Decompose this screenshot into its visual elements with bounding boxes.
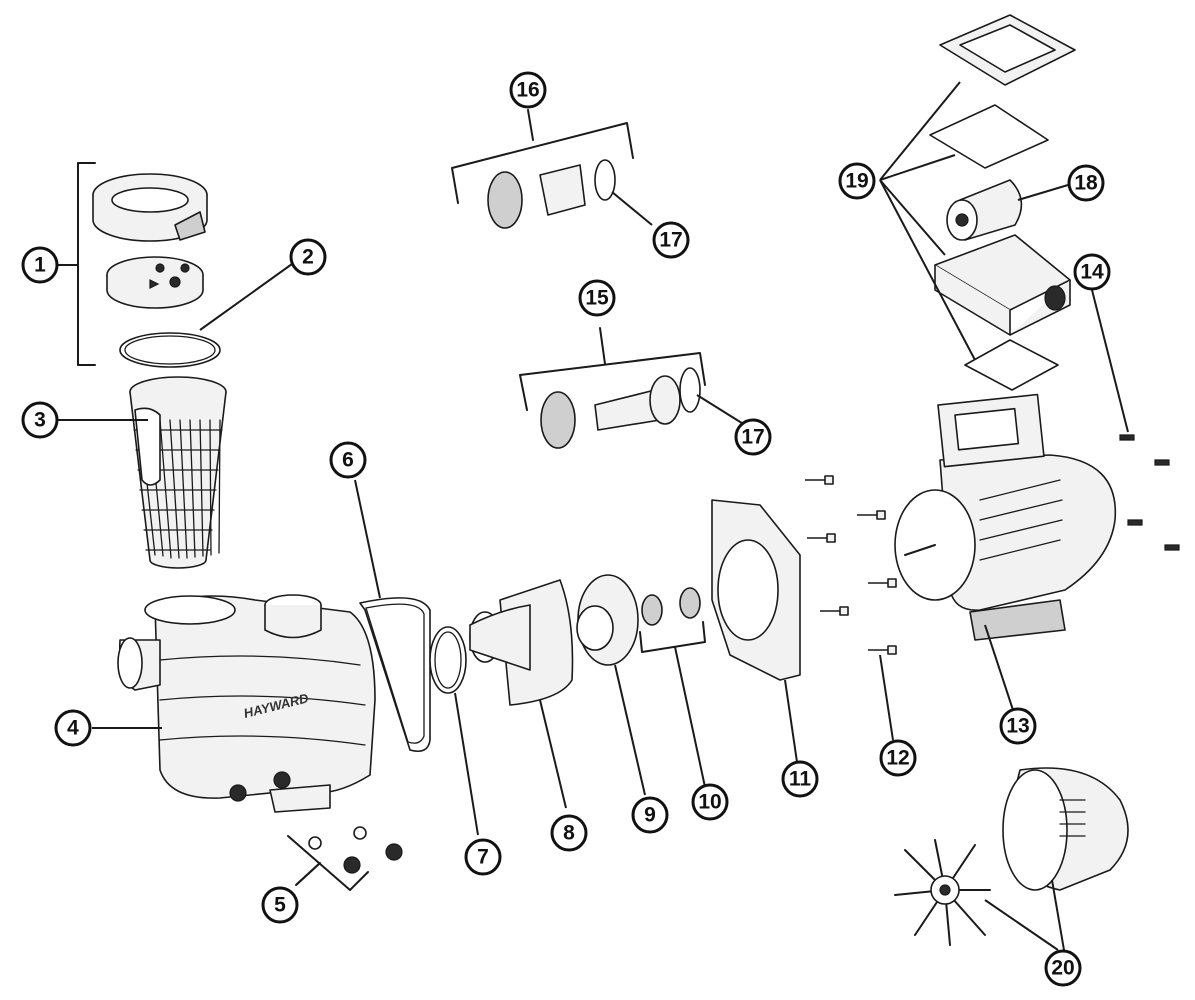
fan-cover xyxy=(1002,767,1129,891)
callout-7: 7 xyxy=(464,838,502,876)
svg-text:12: 12 xyxy=(886,747,909,770)
svg-text:4: 4 xyxy=(67,717,79,740)
callout-2: 2 xyxy=(289,238,327,276)
svg-text:3: 3 xyxy=(34,409,46,432)
callout-12: 12 xyxy=(879,739,917,777)
svg-text:18: 18 xyxy=(1074,172,1098,195)
svg-text:6: 6 xyxy=(342,449,354,472)
svg-text:7: 7 xyxy=(477,846,489,869)
part-capacitor xyxy=(946,179,1069,241)
callout-4: 4 xyxy=(54,709,92,747)
callout-1: 1 xyxy=(21,246,59,284)
svg-text:16: 16 xyxy=(516,79,539,102)
svg-text:9: 9 xyxy=(644,804,656,827)
part-impeller xyxy=(576,574,646,796)
svg-text:11: 11 xyxy=(789,768,812,791)
part-diffuser xyxy=(469,579,574,809)
part-drain-plugs xyxy=(287,826,403,891)
fan xyxy=(894,839,991,946)
svg-text:10: 10 xyxy=(698,791,721,814)
part-housing-gasket xyxy=(354,479,431,753)
callout-3: 3 xyxy=(21,401,59,439)
part-screws xyxy=(1091,289,1180,551)
svg-text:1: 1 xyxy=(34,254,46,277)
svg-text:14: 14 xyxy=(1080,261,1104,284)
part-motor xyxy=(894,393,1117,711)
callout-15: 15 xyxy=(578,279,616,317)
svg-text:20: 20 xyxy=(1051,957,1074,980)
callout-16: 16 xyxy=(509,71,547,109)
svg-text:17: 17 xyxy=(741,426,764,449)
svg-text:19: 19 xyxy=(845,170,868,193)
part-discharge-union xyxy=(451,109,653,229)
part-suction-union xyxy=(519,327,746,449)
part-pump-housing: HAYWARD xyxy=(92,594,376,813)
callout-9: 9 xyxy=(631,796,669,834)
svg-text:15: 15 xyxy=(585,287,609,310)
part-diffuser-o-ring xyxy=(429,626,479,836)
part-strainer-basket xyxy=(58,376,227,569)
callout-13: 13 xyxy=(999,707,1037,745)
callout-10: 10 xyxy=(691,783,729,821)
callout-19: 19 xyxy=(838,162,876,200)
part-bolts xyxy=(805,475,897,741)
part-mechanical-seal xyxy=(639,587,706,788)
callout-8: 8 xyxy=(550,814,588,852)
callout-11: 11 xyxy=(781,760,819,798)
callout-14: 14 xyxy=(1073,253,1111,291)
callout-20: 20 xyxy=(1044,949,1082,987)
svg-text:8: 8 xyxy=(563,822,575,845)
part-terminal-box xyxy=(879,14,1076,391)
callout-5: 5 xyxy=(261,886,299,924)
callout-17-discharge: 17 xyxy=(652,221,690,259)
part-lid-o-ring xyxy=(119,263,293,368)
svg-text:2: 2 xyxy=(302,246,314,269)
leader-5 xyxy=(295,862,321,886)
part-seal-plate xyxy=(711,499,801,763)
svg-text:13: 13 xyxy=(1006,715,1029,738)
svg-text:5: 5 xyxy=(274,894,286,917)
callout-6: 6 xyxy=(329,441,367,479)
part-lid-lock-ring xyxy=(57,162,208,366)
part-fan-and-cover xyxy=(894,767,1129,951)
callout-17-suction: 17 xyxy=(734,418,772,456)
svg-text:17: 17 xyxy=(659,229,682,252)
callout-18: 18 xyxy=(1067,164,1105,202)
